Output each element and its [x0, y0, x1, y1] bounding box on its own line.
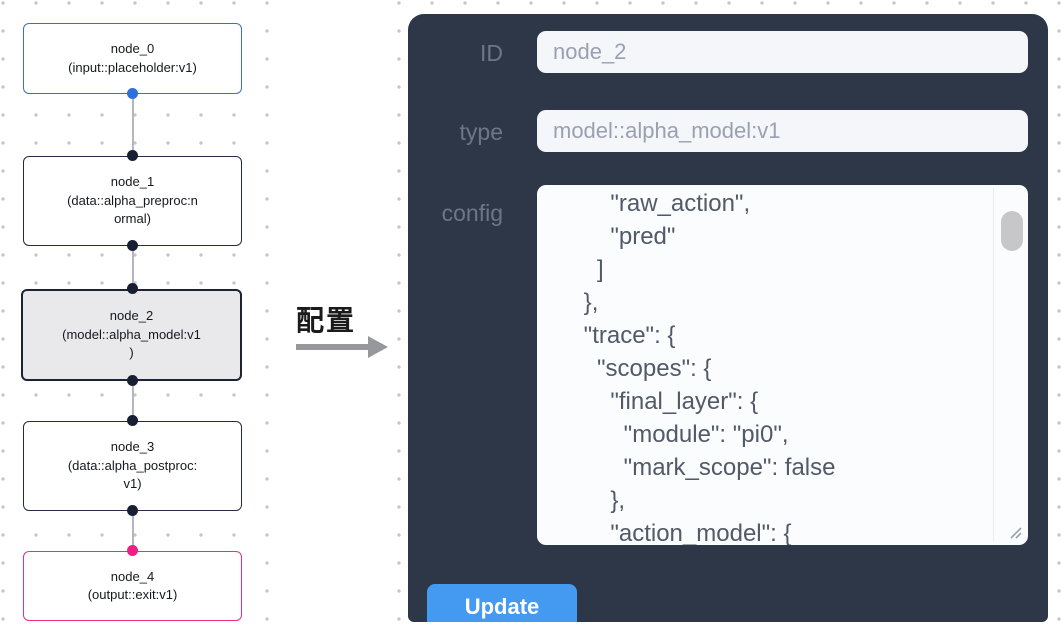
- id-field-label: ID: [480, 40, 503, 66]
- right-arrow-icon: [296, 344, 370, 350]
- node-label: node_0 (input::placeholder:v1): [68, 41, 197, 75]
- update-button[interactable]: Update: [427, 584, 577, 622]
- port-node1-out[interactable]: [127, 240, 138, 251]
- flow-canvas: node_0 (input::placeholder:v1) node_1 (d…: [0, 0, 270, 643]
- config-textarea[interactable]: "raw_action", "pred" ] }, "trace": { "sc…: [537, 185, 1028, 545]
- port-node0-out[interactable]: [127, 88, 138, 99]
- annotation-gap: [271, 0, 397, 643]
- port-node2-in[interactable]: [127, 283, 138, 294]
- node-label: node_4 (output::exit:v1): [87, 568, 178, 603]
- id-input[interactable]: [537, 31, 1028, 73]
- flow-node-node_3[interactable]: node_3 (data::alpha_postproc: v1): [23, 421, 242, 511]
- port-node3-out[interactable]: [127, 505, 138, 516]
- type-input[interactable]: [537, 110, 1028, 152]
- scrollbar-thumb[interactable]: [1001, 211, 1023, 251]
- type-field-label: type: [459, 119, 503, 145]
- port-node1-in[interactable]: [127, 150, 138, 161]
- port-node2-out[interactable]: [127, 375, 138, 386]
- config-json-text: "raw_action", "pred" ] }, "trace": { "sc…: [583, 190, 836, 545]
- edge-node2-node3: [132, 381, 134, 421]
- resize-grip-icon[interactable]: [1007, 524, 1022, 539]
- edge-node1-node2: [132, 246, 134, 289]
- edge-node3-node4: [132, 511, 134, 551]
- node-label: node_2 (model::alpha_model:v1 ): [62, 308, 201, 361]
- scrollbar-track: [993, 188, 994, 542]
- flow-node-node_4[interactable]: node_4 (output::exit:v1): [23, 551, 242, 621]
- node-label: node_3 (data::alpha_postproc: v1): [67, 439, 198, 492]
- config-field-label: config: [441, 200, 503, 226]
- right-arrow-head-icon: [368, 336, 388, 358]
- node-label: node_1 (data::alpha_preproc:n ormal): [67, 174, 198, 227]
- node-config-panel: ID type config "raw_action", "pred" ] },…: [408, 14, 1048, 622]
- flow-node-node_1[interactable]: node_1 (data::alpha_preproc:n ormal): [23, 156, 242, 246]
- edge-node0-node1: [132, 94, 134, 156]
- port-node4-in[interactable]: [127, 545, 138, 556]
- config-annotation-label: 配置: [296, 305, 357, 336]
- port-node3-in[interactable]: [127, 415, 138, 426]
- flow-node-node_2-selected[interactable]: node_2 (model::alpha_model:v1 ): [21, 289, 242, 381]
- flow-node-node_0[interactable]: node_0 (input::placeholder:v1): [23, 23, 242, 94]
